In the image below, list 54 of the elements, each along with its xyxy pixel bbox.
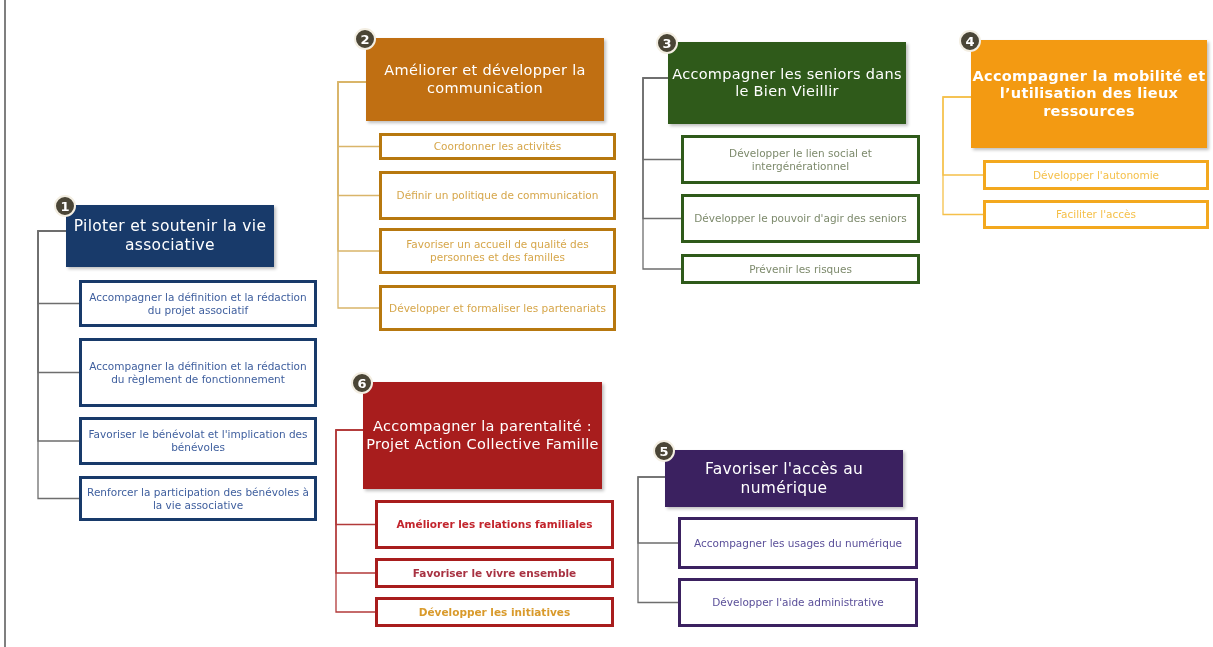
action-text: Définir un politique de communication [396,189,599,202]
action-text: Développer le lien social et intergénérationnel [728,146,873,173]
connector-line [642,77,682,270]
action-box [681,135,920,184]
number-badge: 2 [354,28,376,50]
action-text: Prévenir les risques [749,262,852,276]
action-text: Développer le pouvoir d'agir des seniors [694,212,907,225]
action-text: Accompagner la définition et la rédaction du règlement de fonctionnement [88,359,308,386]
heading-text: Accompagner la parentalité : Projet Action Collective Famille [365,418,600,453]
action-text: Favoriser le bénévolat et l'implication des bénévoles [87,428,309,454]
action-box [79,476,317,521]
action-box [79,280,317,327]
action-text: Renforcer la participation des bénévoles à la vie associative [86,485,310,512]
action-text: Améliorer les relations familiales [396,518,593,531]
connector-line [37,230,80,500]
action-text: Développer l'aide administrative [712,596,884,609]
action-box [375,597,614,627]
number-badge: 6 [351,372,373,394]
action-box [379,228,616,274]
action-box [681,194,920,243]
action-text: Accompagner la définition et la rédaction du projet associatif [88,290,308,317]
action-box [678,578,918,627]
action-box [983,200,1209,229]
action-text: Développer les initiatives [418,605,571,619]
connector-line [337,81,380,309]
heading-text: Piloter et soutenir la vie associative [72,217,268,255]
action-text: Coordonner les activités [433,140,562,153]
number-badge: 5 [653,440,675,462]
action-box [983,160,1209,190]
action-text: Faciliter l'accès [1056,208,1136,221]
number-badge: 1 [54,195,76,217]
action-box [379,285,616,331]
action-text: Favoriser un accueil de qualité des personnes et des familles [405,238,590,264]
action-box [678,517,918,569]
action-box [681,254,920,284]
action-text: Développer et formaliser les partenariats [389,301,606,315]
number-badge: 4 [959,30,981,52]
heading-text: Accompagner les seniors dans le Bien Vieillir [671,65,903,101]
action-box [379,171,616,220]
action-box [379,133,616,160]
action-text: Développer l'autonomie [1032,168,1160,182]
connector-line [637,476,679,604]
heading-text: Accompagner la mobilité et l’utilisation des lieux ressources [971,67,1207,121]
action-box [79,417,317,465]
action-box [79,338,317,407]
action-box [375,558,614,588]
connector-line [942,96,984,216]
action-text: Accompagner les usages du numérique [693,536,903,550]
action-box [375,500,614,549]
connector-line [335,429,376,613]
heading-text: Améliorer et développer la communication [383,62,587,97]
number-badge: 3 [656,32,678,54]
action-text: Favoriser le vivre ensemble [412,566,577,580]
heading-text: Favoriser l'accès au numérique [703,459,865,498]
